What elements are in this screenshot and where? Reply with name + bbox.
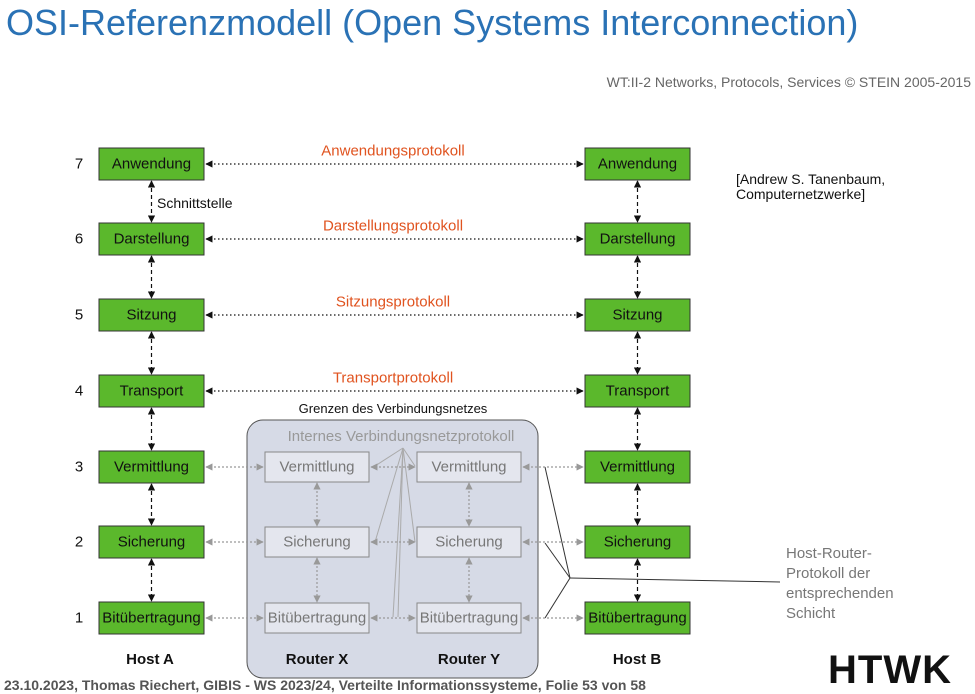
host-router-pointer-lines [544,466,781,619]
host-b-layer-transport-box [584,374,691,408]
htwk-logo: HTWK [828,648,952,692]
footer: 23.10.2023, Thomas Riechert, GIBIS - WS … [4,677,646,693]
host-a-layer-darstellung-box [98,222,205,256]
host-b-label: Host B [613,651,662,668]
host-a-layer-sitzung-label: Sitzung [126,307,176,324]
router-y-layer-vermittlung-box [416,451,522,483]
host-a-layer-sitzung-box [98,298,205,332]
protocol-label-4: Transportprotokoll [333,370,453,387]
router-x-label: Router X [286,651,349,668]
host-b-layer-vermittlung-label: Vermittlung [600,459,675,476]
host-a-label: Host A [126,651,174,668]
host-a-layer-bitübertragung-box [98,601,205,635]
router-y-layer-bitübertragung-label: Bitübertragung [420,610,518,627]
layer-number-3: 3 [75,459,83,476]
layer-number-6: 6 [75,231,83,248]
protocol-label-5: Sitzungsprotokoll [336,294,450,311]
layer-number-4: 4 [75,383,83,400]
host-b-layer-sitzung-box [584,298,691,332]
layer-number-5: 5 [75,307,83,324]
host-b-layer-vermittlung-box [584,450,691,484]
router-y-label: Router Y [438,651,500,668]
citation: [Andrew S. Tanenbaum, Computernetzwerke] [736,171,886,202]
host-b-layer-bitübertragung-box [584,601,691,635]
protocol-label-6: Darstellungsprotokoll [323,218,463,235]
router-x-layer-bitübertragung-label: Bitübertragung [268,610,366,627]
slide-title: OSI-Referenzmodell (Open Systems Interco… [6,2,859,43]
internal-protocol-label: Internes Verbindungsnetzprotokoll [288,428,515,445]
host-b-layer-darstellung-box [584,222,691,256]
source-note: WT:II-2 Networks, Protocols, Services © … [606,74,971,90]
host-a-layer-sicherung-box [98,525,205,559]
layer-number-7: 7 [75,156,83,173]
router-y-layer-bitübertragung-box [416,602,522,634]
router-x-layer-sicherung-box [264,526,370,558]
router-x-layer-sicherung-label: Sicherung [283,534,351,551]
host-b-layer-anwendung-label: Anwendung [598,156,677,173]
host-router-note: Host-Router-Protokoll der entsprechenden… [786,544,926,624]
interface-label: Schnittstelle [157,195,233,211]
router-y-layer-sicherung-box [416,526,522,558]
layer-number-2: 2 [75,534,83,551]
host-b-layer-sicherung-label: Sicherung [604,534,672,551]
host-b-layer-sicherung-box [584,525,691,559]
router-x-layer-bitübertragung-box [264,602,370,634]
router-x-layer-vermittlung-label: Vermittlung [279,459,354,476]
host-a-layer-darstellung-label: Darstellung [114,231,190,248]
host-a-layer-transport-label: Transport [120,383,184,400]
host-a-layer-sicherung-label: Sicherung [118,534,186,551]
router-y-layer-sicherung-label: Sicherung [435,534,503,551]
router-y-layer-vermittlung-label: Vermittlung [431,459,506,476]
host-a-layer-anwendung-label: Anwendung [112,156,191,173]
host-b-layer-bitübertragung-label: Bitübertragung [588,610,686,627]
host-a-layer-bitübertragung-label: Bitübertragung [102,610,200,627]
host-router-note-text: Host-Router-Protokoll der entsprechenden… [786,545,894,622]
router-x-layer-vermittlung-box [264,451,370,483]
host-b-layer-transport-label: Transport [606,383,670,400]
layer-number-1: 1 [75,610,83,627]
host-a-layer-anwendung-box [98,147,205,181]
host-b-layer-sitzung-label: Sitzung [612,307,662,324]
network-boundary-label: Grenzen des Verbindungsnetzes [299,401,488,416]
protocol-label-7: Anwendungsprotokoll [321,143,464,160]
host-b-layer-darstellung-label: Darstellung [600,231,676,248]
host-a-layer-transport-box [98,374,205,408]
host-a-layer-vermittlung-box [98,450,205,484]
host-a-layer-vermittlung-label: Vermittlung [114,459,189,476]
host-b-layer-anwendung-box [584,147,691,181]
